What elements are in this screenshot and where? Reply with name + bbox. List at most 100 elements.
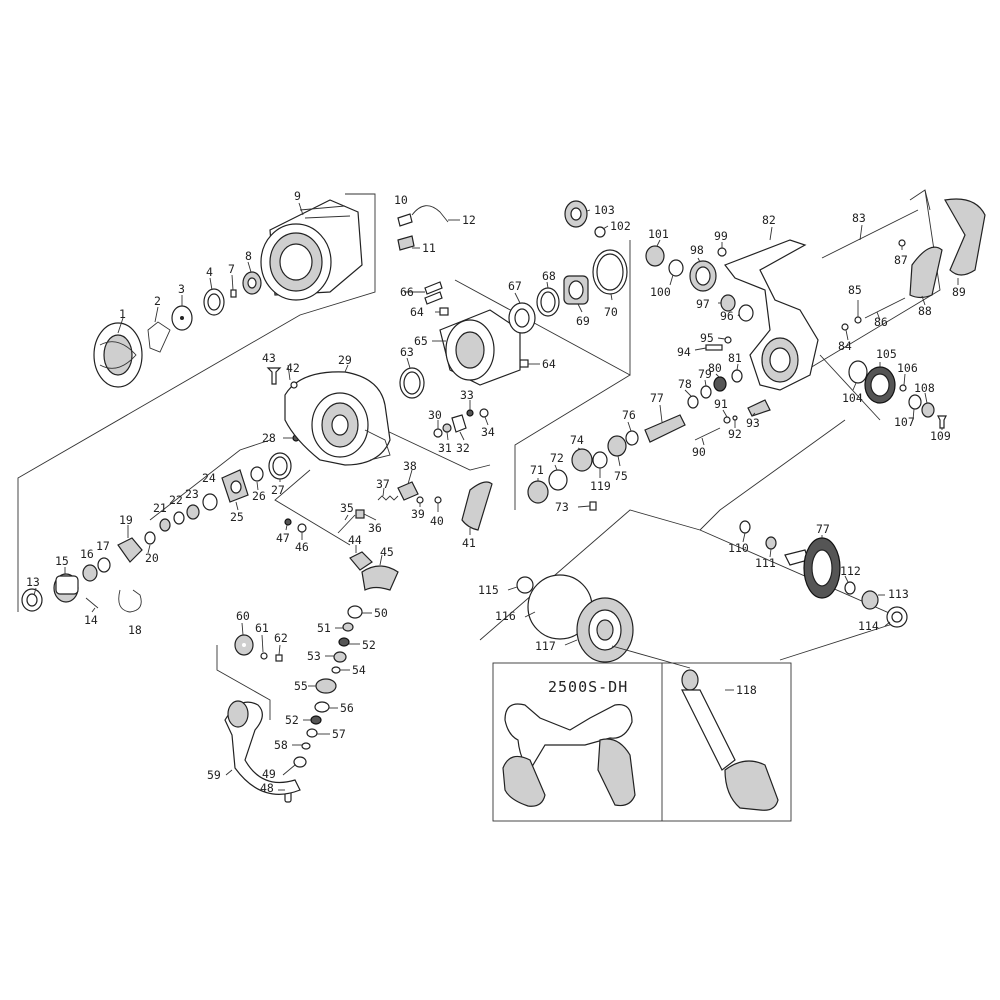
part-label-41: 41 xyxy=(462,536,476,550)
part-label-50: 50 xyxy=(374,606,388,620)
part-10-shape xyxy=(397,213,413,227)
part-85-shape xyxy=(854,316,862,324)
part-64b-shape xyxy=(519,359,529,368)
part-label-30: 30 xyxy=(428,408,442,422)
part-56-shape xyxy=(314,701,330,713)
part-label-22: 22 xyxy=(169,493,183,507)
part-label-38: 38 xyxy=(403,459,417,473)
part-label-105: 105 xyxy=(876,347,897,361)
part-label-69: 69 xyxy=(576,314,590,328)
part-81-shape xyxy=(731,369,743,383)
part-label-90: 90 xyxy=(692,445,706,459)
part-54-shape xyxy=(331,666,341,674)
part-label-113: 113 xyxy=(888,587,909,601)
part-label-33: 33 xyxy=(460,388,474,402)
part-label-45: 45 xyxy=(380,545,394,559)
part-74-shape xyxy=(571,448,593,472)
part-117-shape xyxy=(576,597,634,663)
part-label-94: 94 xyxy=(677,345,691,359)
part-41-shape xyxy=(461,481,493,531)
part-label-91: 91 xyxy=(714,397,728,411)
part-77b-shape xyxy=(784,537,841,599)
part-label-81: 81 xyxy=(728,351,742,365)
part-62-shape xyxy=(275,654,283,662)
part-label-97: 97 xyxy=(696,297,710,311)
part-82-body-shape xyxy=(724,239,819,391)
part-label-100: 100 xyxy=(650,285,671,299)
handle-variant-inset: 2500S-DH xyxy=(492,662,792,822)
part-87-shape xyxy=(898,239,906,247)
part-21-shape xyxy=(159,518,171,532)
part-46-shape xyxy=(297,523,307,533)
part-61-shape xyxy=(260,652,268,660)
part-108-shape xyxy=(921,402,935,418)
part-38-shape xyxy=(397,481,419,501)
part-76-shape xyxy=(625,430,639,446)
part-label-1: 1 xyxy=(119,307,126,321)
part-label-117: 117 xyxy=(535,639,556,653)
part-label-39: 39 xyxy=(411,507,425,521)
part-20-shape xyxy=(144,531,156,545)
part-47-shape xyxy=(284,518,292,526)
part-26-shape xyxy=(250,466,264,482)
part-label-115: 115 xyxy=(478,583,499,597)
part-79-shape xyxy=(700,385,712,399)
part-label-14: 14 xyxy=(84,613,98,627)
part-label-29: 29 xyxy=(338,353,352,367)
part-label-18: 18 xyxy=(128,623,142,637)
part-label-71: 71 xyxy=(530,463,544,477)
part-label-83: 83 xyxy=(852,211,866,225)
part-95-shape xyxy=(724,336,732,344)
part-12-shape xyxy=(411,205,449,223)
part-105-shape xyxy=(864,366,896,404)
part-111-shape xyxy=(765,536,777,550)
part-18-shape xyxy=(118,589,142,613)
part-84-shape xyxy=(841,323,849,331)
part-label-44: 44 xyxy=(348,533,362,547)
part-label-40: 40 xyxy=(430,514,444,528)
part-40-shape xyxy=(434,496,442,504)
part-88-shape xyxy=(909,246,943,299)
part-label-10: 10 xyxy=(394,193,408,207)
part-label-108: 108 xyxy=(914,381,935,395)
part-71-shape xyxy=(527,480,549,504)
part-49-shape xyxy=(293,756,307,768)
part-label-118: 118 xyxy=(736,683,757,697)
part-113-shape xyxy=(861,590,879,610)
part-107-shape xyxy=(908,394,922,410)
part-label-52a: 52 xyxy=(362,638,376,652)
part-29-rotor-shape xyxy=(284,371,391,466)
part-label-74: 74 xyxy=(570,433,584,447)
part-label-55: 55 xyxy=(294,679,308,693)
part-109-shape xyxy=(937,415,947,429)
part-label-103: 103 xyxy=(594,203,615,217)
part-label-75: 75 xyxy=(614,469,628,483)
part-102-shape xyxy=(594,226,606,238)
part-32-shape xyxy=(451,414,467,433)
part-110-shape xyxy=(739,520,751,534)
part-label-11: 11 xyxy=(422,241,436,255)
part-label-88: 88 xyxy=(918,304,932,318)
part-115-shape xyxy=(516,576,534,594)
part-11-shape xyxy=(397,235,415,251)
part-label-82: 82 xyxy=(762,213,776,227)
part-label-64a: 64 xyxy=(410,305,424,319)
part-23-shape xyxy=(186,504,200,520)
part-label-79: 79 xyxy=(698,367,712,381)
part-label-106: 106 xyxy=(897,361,918,375)
part-104-shape xyxy=(848,360,868,384)
part-37-shape xyxy=(377,495,399,501)
part-label-16: 16 xyxy=(80,547,94,561)
part-label-70: 70 xyxy=(604,305,618,319)
part-label-24: 24 xyxy=(202,471,216,485)
part-shapes xyxy=(21,189,986,803)
part-label-60: 60 xyxy=(236,609,250,623)
part-14-shape xyxy=(85,597,99,609)
part-label-78: 78 xyxy=(678,377,692,391)
part-51-shape xyxy=(342,622,354,632)
part-label-32: 32 xyxy=(456,441,470,455)
part-2-shape xyxy=(147,321,171,353)
part-label-43: 43 xyxy=(262,351,276,365)
part-112-shape xyxy=(844,581,856,595)
